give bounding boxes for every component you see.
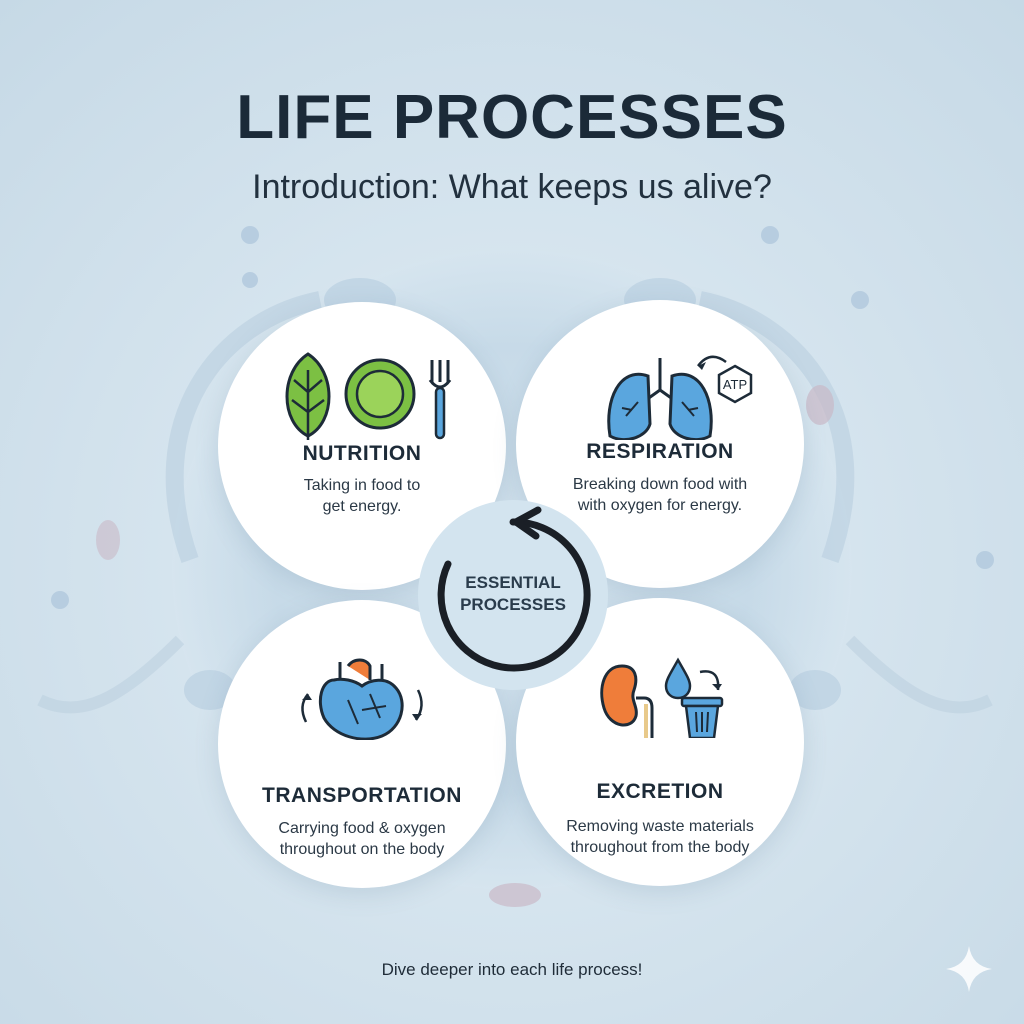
lungs-icon <box>607 358 713 441</box>
plate-icon <box>344 358 416 430</box>
footer-caption: Dive deeper into each life process! <box>381 960 643 979</box>
center-hub: ESSENTIAL PROCESSES <box>418 500 608 690</box>
sparkle-icon <box>946 946 992 992</box>
card-title-transportation: TRANSPORTATION <box>262 784 462 807</box>
center-label-line2: PROCESSES <box>460 595 566 614</box>
excretion-icons <box>560 638 760 740</box>
card-title-excretion: EXCRETION <box>596 780 724 803</box>
card-desc-transportation-2: throughout on the body <box>279 841 445 858</box>
card-desc-nutrition-1: Taking in food to <box>303 477 421 494</box>
card-title-respiration: RESPIRATION <box>586 440 734 463</box>
kidney-icon <box>600 664 654 738</box>
card-desc-respiration-2: with oxygen for energy. <box>577 497 743 514</box>
cycle-arrow-icon <box>697 355 727 370</box>
page-title: LIFE PROCESSES <box>236 83 788 152</box>
transportation-icons <box>262 640 462 741</box>
trash-bin-icon <box>680 696 724 740</box>
cycle-ring-icon <box>437 506 591 672</box>
leaf-icon <box>285 352 331 440</box>
water-drop-icon <box>664 657 692 700</box>
center-label: ESSENTIAL PROCESSES <box>438 572 588 616</box>
card-desc-excretion-2: throughout from the body <box>570 839 750 856</box>
nutrition-icons <box>262 342 462 442</box>
card-desc-excretion-1: Removing waste materials <box>566 818 754 835</box>
fork-icon <box>428 360 452 440</box>
atp-icon: ATP <box>717 364 753 404</box>
circulation-arrows-icon <box>301 689 423 723</box>
page-subtitle: Introduction: What keeps us alive? <box>252 168 772 206</box>
cycle-arrow-icon <box>699 670 722 691</box>
card-excretion[interactable]: EXCRETION Removing waste materials throu… <box>516 598 804 886</box>
heart-icon <box>318 658 404 741</box>
card-transportation[interactable]: TRANSPORTATION Carrying food & oxygen th… <box>218 600 506 888</box>
center-label-line1: ESSENTIAL <box>465 573 561 592</box>
atp-label: ATP <box>723 377 747 392</box>
card-desc-respiration-1: Breaking down food with <box>572 476 748 493</box>
card-title-nutrition: NUTRITION <box>302 442 422 465</box>
respiration-icons: ATP <box>560 340 760 441</box>
card-desc-transportation-1: Carrying food & oxygen <box>278 820 446 837</box>
card-desc-nutrition-2: get energy. <box>322 498 402 515</box>
